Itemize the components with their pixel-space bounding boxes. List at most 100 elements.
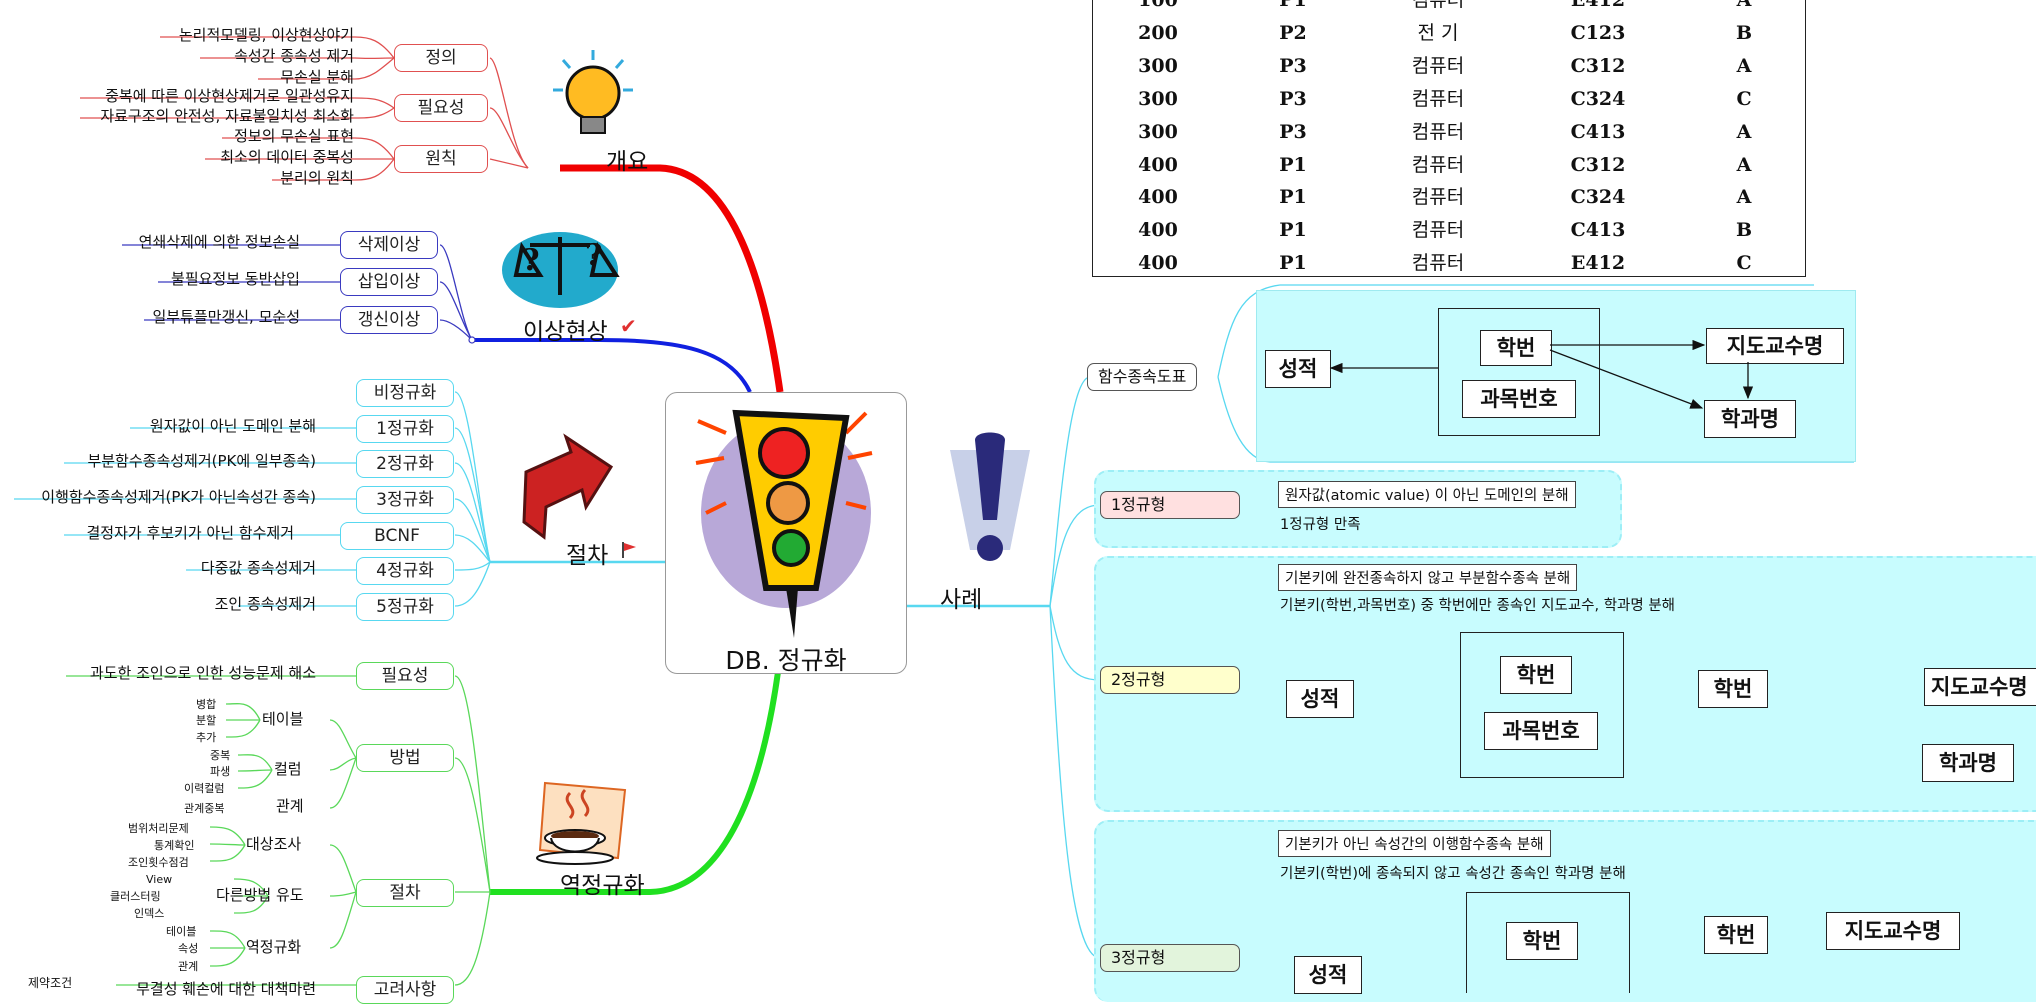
center-title: DB. 정규화: [725, 646, 847, 675]
overview-leaf: 무손실 분해: [280, 68, 354, 86]
nf3-grade-box: 성적: [1294, 956, 1362, 994]
center-node[interactable]: DB. 정규화: [665, 392, 907, 675]
table-cell: 300: [1138, 54, 1178, 77]
denorm-method-group: 관계: [276, 797, 304, 815]
denorm-proc-item: 관계: [178, 960, 199, 973]
procedure-leaf: 조인 종속성제거: [214, 595, 316, 613]
denorm-proc-item: 테이블: [166, 925, 197, 938]
denorm-proc-item: 속성: [178, 942, 199, 955]
overview-leaf: 최소의 데이터 중복성: [220, 148, 354, 166]
denorm-consider-leaf: 무결성 훼손에 대한 대책마련: [136, 980, 316, 998]
traffic-light-icon: [695, 409, 873, 638]
nf2-student2-box: 학번: [1698, 670, 1768, 708]
denorm-proc-group: 다른방법 유도: [216, 886, 304, 904]
table-cell: P1: [1279, 0, 1307, 11]
fd-chart-label[interactable]: 함수종속도표: [1087, 363, 1198, 391]
denorm-proc-item: 통계확인: [154, 839, 195, 852]
table-cell: C413: [1570, 120, 1626, 143]
branch-procedure-label[interactable]: 절차: [566, 543, 609, 569]
table-cell: 컴퓨터: [1411, 252, 1465, 275]
nf3-desc: 기본키가 아닌 속성간의 이행함수종속 분해: [1278, 830, 1551, 857]
table-cell: B: [1735, 219, 1753, 242]
nf2-student-box: 학번: [1500, 656, 1572, 694]
overview-leaf: 정보의 무손실 표현: [234, 127, 354, 145]
denorm-method-node[interactable]: 방법: [356, 744, 454, 772]
overview-leaf: 논리적모델링, 이상현상야기: [178, 26, 354, 44]
svg-text:?: ?: [522, 243, 540, 278]
procedure-node[interactable]: 2정규화: [356, 450, 454, 478]
anomaly-leaf: 연쇄삭제에 의한 정보손실: [138, 233, 300, 251]
procedure-node[interactable]: 비정규화: [356, 379, 454, 407]
branch-denorm-label[interactable]: 역정규화: [560, 873, 645, 899]
denorm-method-item: 추가: [196, 731, 217, 744]
denorm-method-item: 파생: [210, 765, 231, 778]
table-cell: 400: [1138, 153, 1178, 176]
anomaly-delete-node[interactable]: 삭제이상: [340, 231, 438, 259]
denorm-method-item: 병합: [196, 698, 217, 711]
nf3-label[interactable]: 3정규형: [1100, 944, 1240, 972]
table-cell: 컴퓨터: [1411, 120, 1465, 143]
table-cell: C324: [1570, 186, 1626, 209]
procedure-node[interactable]: 5정규화: [356, 593, 454, 621]
exclamation-icon: [950, 432, 1030, 561]
anomaly-insert-node[interactable]: 삽입이상: [340, 268, 438, 296]
table-cell: 300: [1138, 120, 1178, 143]
procedure-node[interactable]: BCNF: [340, 522, 454, 550]
procedure-leaf: 원자값이 아닌 도메인 분해: [149, 417, 316, 435]
nf1-label[interactable]: 1정규형: [1100, 491, 1240, 519]
table-cell: 컴퓨터: [1411, 153, 1465, 176]
nf2-note: 기본키(학번,과목번호) 중 학번에만 종속인 지도교수, 학과명 분해: [1280, 598, 1676, 614]
table-cell: C413: [1570, 219, 1626, 242]
procedure-node[interactable]: 3정규화: [356, 486, 454, 514]
table-cell: P1: [1279, 219, 1307, 242]
fd-course-box: 과목번호: [1462, 380, 1576, 418]
table-cell: 400: [1138, 186, 1178, 209]
overview-principle-node[interactable]: 원칙: [394, 145, 488, 173]
denorm-method-item: 분할: [196, 714, 217, 727]
nf3-prof-box: 지도교수명: [1826, 912, 1960, 950]
denorm-consider-node[interactable]: 고려사항: [356, 976, 454, 1004]
check-icon: ✔: [620, 314, 637, 338]
denorm-procedure-node[interactable]: 절차: [356, 879, 454, 907]
overview-leaf: 속성간 종속성 제거: [234, 47, 354, 65]
overview-definition-node[interactable]: 정의: [394, 44, 488, 72]
denorm-proc-item: 범위처리문제: [128, 822, 189, 835]
procedure-node[interactable]: 1정규화: [356, 415, 454, 443]
table-cell: 300: [1138, 87, 1178, 110]
denorm-proc-item: 조인횟수점검: [128, 856, 189, 869]
procedure-leaf: 이행함수종속성제거(PK가 아닌속성간 종속): [41, 488, 316, 506]
table-cell: A: [1736, 0, 1752, 11]
table-cell: 400: [1138, 252, 1178, 275]
table-cell: P3: [1279, 87, 1307, 110]
table-cell: C324: [1570, 87, 1626, 110]
table-cell: 컴퓨터: [1411, 54, 1465, 77]
anomaly-update-node[interactable]: 갱신이상: [340, 306, 438, 334]
nf2-grade-box: 성적: [1286, 680, 1354, 718]
nf2-course-box: 과목번호: [1484, 712, 1598, 750]
nf2-label[interactable]: 2정규형: [1100, 666, 1240, 694]
anomaly-leaf: 일부튜플만갱신, 모순성: [152, 308, 300, 326]
table-cell: A: [1736, 186, 1752, 209]
procedure-node[interactable]: 4정규화: [356, 557, 454, 585]
nf1-desc: 원자값(atomic value) 이 아닌 도메인의 분해: [1278, 481, 1576, 508]
branch-examples-label[interactable]: 사례: [940, 587, 983, 613]
denorm-constraint-leaf: 제약조건: [28, 976, 73, 990]
denorm-need-node[interactable]: 필요성: [356, 662, 454, 690]
overview-necessity-node[interactable]: 필요성: [394, 94, 488, 122]
denorm-method-item: 중복: [210, 749, 231, 762]
table-cell: P2: [1279, 21, 1307, 44]
branch-anomaly-label[interactable]: 이상현상: [523, 319, 608, 345]
table-cell: C312: [1570, 54, 1626, 77]
table-cell: C312: [1570, 153, 1626, 176]
nf2-prof-box: 지도교수명: [1924, 668, 2036, 706]
branch-overview-label[interactable]: 개요: [606, 149, 649, 175]
nf2-dept-box: 학과명: [1922, 744, 2014, 782]
denorm-proc-item: 인덱스: [134, 907, 165, 920]
nf3-note: 기본키(학번)에 종속되지 않고 속성간 종속인 학과명 분해: [1280, 866, 1626, 882]
